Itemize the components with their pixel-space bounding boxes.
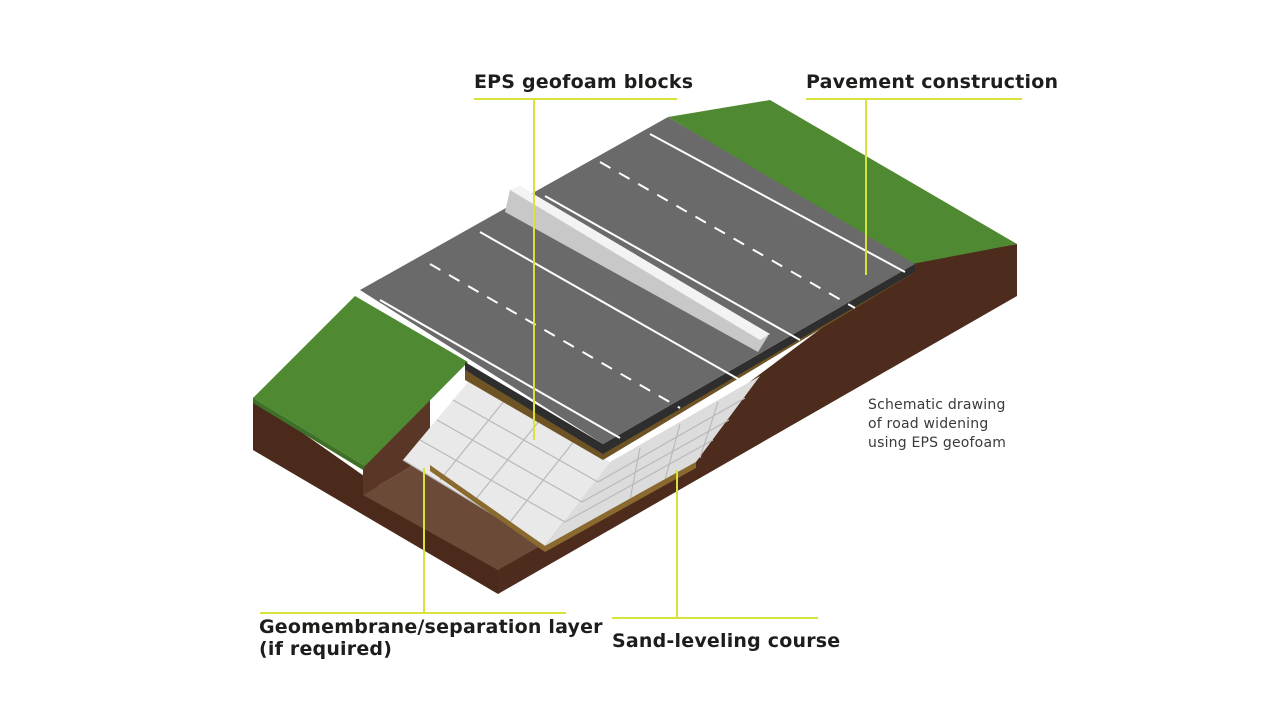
caption-line3: using EPS geofoam bbox=[868, 435, 1007, 451]
geofoam-face-left bbox=[403, 382, 610, 546]
label-geomembrane-line1: Geomembrane/separation layer bbox=[259, 616, 603, 638]
label-geomembrane: Geomembrane/separation layer (if require… bbox=[259, 616, 603, 660]
diagram-caption: Schematic drawing of road widening using… bbox=[868, 396, 1006, 453]
sand-course bbox=[430, 462, 696, 552]
median-barrier-side bbox=[505, 186, 768, 352]
lane-markings bbox=[379, 133, 906, 439]
label-sand-leveling-course: Sand-leveling course bbox=[612, 630, 841, 652]
right-grass-slope bbox=[668, 100, 1017, 264]
label-geomembrane-line2: (if required) bbox=[259, 638, 393, 660]
soil-cut-floor bbox=[363, 455, 565, 570]
soil-cut-wall bbox=[363, 400, 430, 495]
label-pavement-construction: Pavement construction bbox=[806, 71, 1059, 93]
label-eps-geofoam-blocks: EPS geofoam blocks bbox=[474, 71, 694, 93]
left-grass-slope bbox=[253, 296, 468, 466]
caption-line2: of road widening bbox=[868, 416, 989, 432]
caption-line1: Schematic drawing bbox=[868, 397, 1006, 413]
geofoam-blocks bbox=[402, 376, 760, 547]
median-barrier-top bbox=[510, 186, 770, 340]
left-grass-edge bbox=[253, 398, 365, 470]
leader-lines bbox=[260, 98, 1022, 619]
soil-side-right bbox=[498, 244, 1017, 594]
